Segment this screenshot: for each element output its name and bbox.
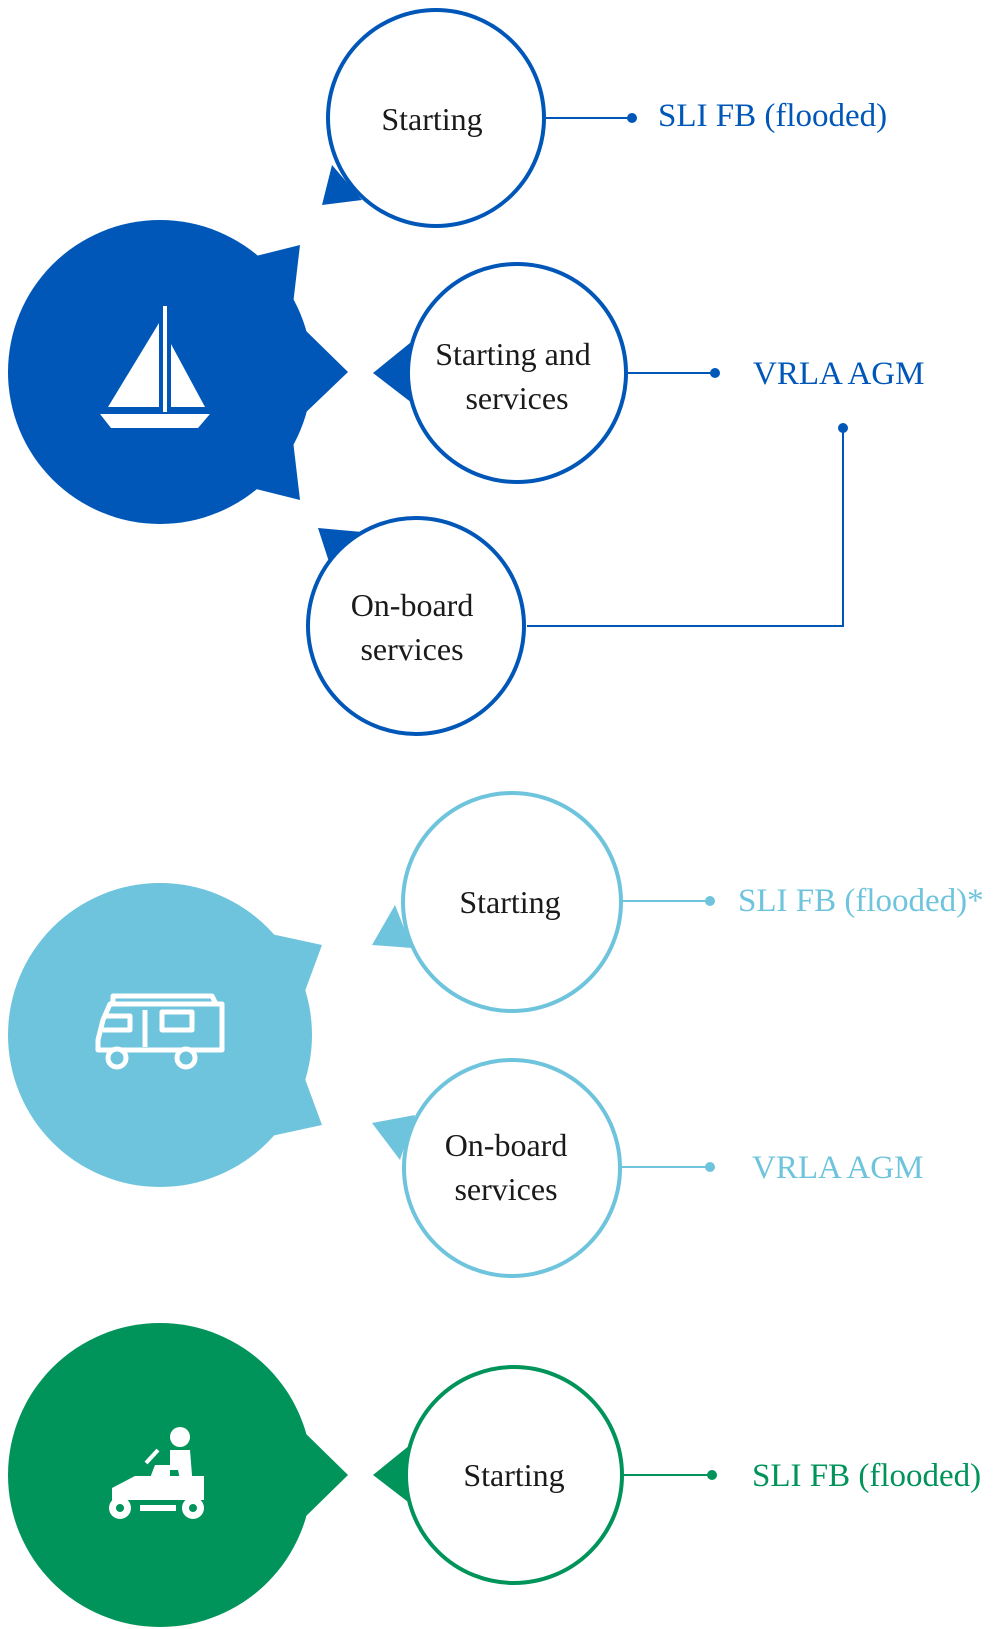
marine-hub (8, 220, 348, 524)
garden-result-sli-fb: SLI FB (flooded) (752, 1458, 981, 1494)
camper-van-icon (95, 993, 225, 1070)
garden-node-starting-label: Starting (463, 1457, 564, 1493)
caravan-result-vrla-agm: VRLA AGM (752, 1150, 923, 1186)
caravan-hub-circle (8, 883, 312, 1187)
marine-hub-circle (8, 220, 312, 524)
caravan-connector-dots (705, 896, 715, 1172)
sailboat-icon (100, 306, 210, 428)
marine-connectors (527, 117, 844, 627)
caravan-result-sli-fb: SLI FB (flooded)* (738, 883, 984, 919)
ride-on-mower-icon (109, 1427, 204, 1519)
marine-node-starting-services: Starting and services (373, 262, 628, 484)
marine-node-onboard-services-label: On-board services (351, 587, 482, 667)
caravan-connectors (620, 900, 710, 1168)
marine-result-sli-fb: SLI FB (flooded) (658, 98, 887, 134)
caravan-node-onboard-services: On-board services (372, 1058, 622, 1278)
garden-hub-pointer (300, 1428, 348, 1522)
caravan-group: Starting On-board services SLI FB (flood… (8, 791, 984, 1278)
marine-node-starting: Starting (322, 8, 546, 228)
caravan-node-starting: Starting (372, 791, 623, 1013)
marine-result-vrla-agm: VRLA AGM (753, 356, 924, 392)
caravan-node-onboard-services-tail (372, 1115, 415, 1160)
marine-node-starting-label: Starting (381, 101, 482, 137)
garden-connector-dots (707, 1470, 717, 1480)
garden-node-starting-tail (373, 1445, 412, 1505)
marine-node-starting-tail (322, 165, 362, 205)
marine-group: Starting Starting and services On-board … (8, 8, 924, 736)
caravan-node-onboard-services-label: On-board services (445, 1127, 576, 1207)
caravan-hub (8, 883, 322, 1187)
marine-node-starting-services-label: Starting and services (435, 336, 599, 416)
garden-group: Starting SLI FB (flooded) (8, 1323, 981, 1627)
caravan-node-starting-tail (372, 905, 412, 948)
garden-hub (8, 1323, 348, 1627)
garden-node-starting: Starting (373, 1365, 624, 1585)
marine-connector-dots (627, 113, 848, 433)
marine-node-starting-services-tail (373, 343, 412, 403)
caravan-node-starting-label: Starting (459, 884, 560, 920)
marine-hub-pointer-middle (300, 325, 348, 418)
marine-node-onboard-services: On-board services (306, 516, 526, 736)
